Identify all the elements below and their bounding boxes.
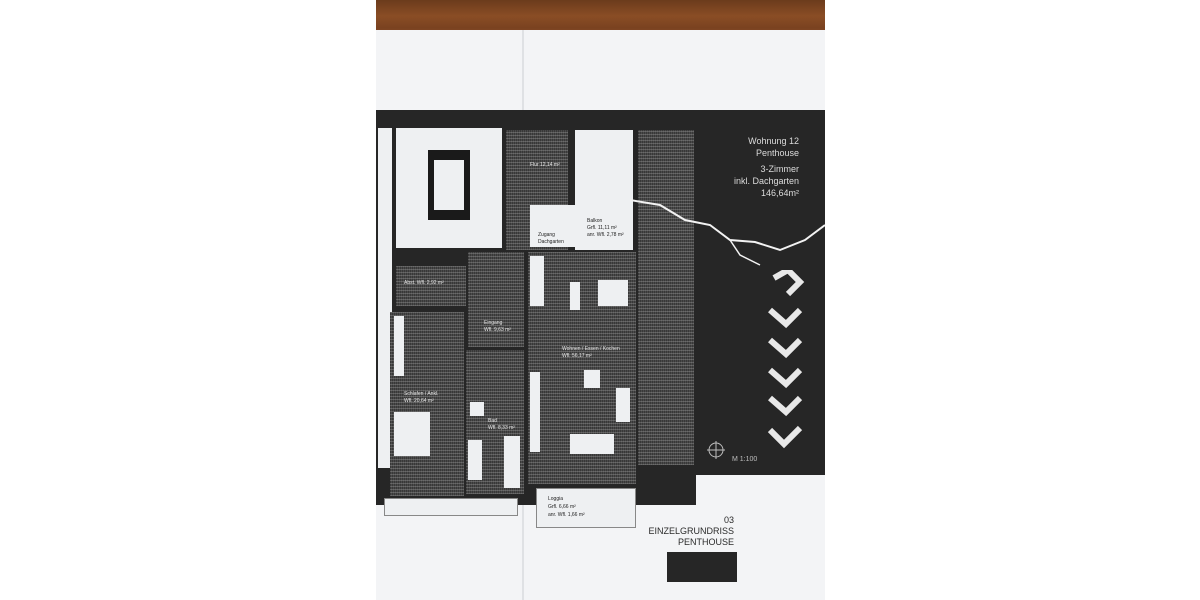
- unit-title-line-3: 3-Zimmer: [760, 164, 800, 174]
- unit-title-line-5: 146,64m²: [760, 188, 799, 198]
- label-bad-1: Bad: [488, 418, 497, 424]
- left-wall-block: [378, 128, 392, 468]
- label-abstell: Abst. Wfl. 2,92 m²: [404, 280, 444, 286]
- sheet-footer: 03 EINZELGRUNDRISS PENTHOUSE: [640, 515, 734, 548]
- bottom-railing: [384, 498, 518, 516]
- label-loggia-2: Grfl. 6,66 m²: [548, 504, 576, 510]
- footer-bar: [667, 552, 737, 582]
- sheet-subtitle: PENTHOUSE: [677, 537, 734, 547]
- sheet-title: EINZELGRUNDRISS: [648, 526, 734, 536]
- scale-label: M 1:100: [732, 456, 758, 463]
- room-abstell: [396, 266, 466, 306]
- armchair: [616, 388, 630, 422]
- room-loggia: [536, 488, 636, 528]
- label-bad-2: Wfl. 8,33 m²: [488, 425, 515, 431]
- unit-title-block: Wohnung 12 Penthouse 3-Zimmer inkl. Dach…: [727, 135, 799, 199]
- unit-title-line-2: Penthouse: [755, 148, 799, 158]
- bed: [394, 412, 430, 456]
- plan-right-band: [695, 110, 825, 475]
- label-zugang-1: Zugang: [538, 232, 555, 238]
- unit-title-line-4: inkl. Dachgarten: [733, 176, 799, 186]
- label-schlafen-1: Schlafen / Ankl.: [404, 391, 439, 397]
- sheet-number: 03: [723, 515, 734, 525]
- paper-crease: [630, 199, 825, 266]
- label-eingang-1: Eingang: [484, 320, 503, 326]
- label-loggia-1: Loggia: [548, 496, 564, 502]
- dining-table: [598, 280, 628, 306]
- kitchen-island: [570, 282, 580, 310]
- label-balkon-2: Grfl. 11,11 m²: [587, 225, 617, 231]
- coffee-table: [584, 370, 600, 388]
- room-eingang: [468, 252, 524, 347]
- label-wohnen-1: Wohnen / Essen / Kochen: [562, 346, 620, 352]
- kitchen-counter: [530, 256, 544, 306]
- logo-mark-icon: [767, 270, 805, 449]
- label-wohnen-2: Wfl. 56,17 m²: [562, 353, 592, 359]
- room-balkon: [575, 130, 633, 250]
- unit-title-line-1: Wohnung 12: [748, 136, 799, 146]
- toilet: [470, 402, 484, 416]
- elevator-cabin: [434, 160, 464, 210]
- label-loggia-3: anr. Wfl. 1,66 m²: [548, 512, 585, 518]
- label-schlafen-2: Wfl. 20,64 m²: [404, 398, 434, 404]
- bathtub: [504, 436, 520, 488]
- wardrobe: [394, 316, 404, 376]
- label-flur: Flur 12,14 m²: [530, 162, 560, 168]
- tv-unit: [530, 372, 540, 452]
- roof-garden-strip: [638, 130, 694, 465]
- room-zugang: [530, 205, 576, 247]
- sofa: [570, 434, 614, 454]
- label-eingang-2: Wfl. 9,63 m²: [484, 327, 511, 333]
- label-balkon-3: anr. Wfl. 2,78 m²: [587, 232, 624, 238]
- label-zugang-2: Dachgarten: [538, 239, 564, 245]
- north-arrow-icon: [707, 441, 725, 459]
- washbasin: [468, 440, 482, 480]
- label-balkon-1: Balkon: [587, 218, 603, 224]
